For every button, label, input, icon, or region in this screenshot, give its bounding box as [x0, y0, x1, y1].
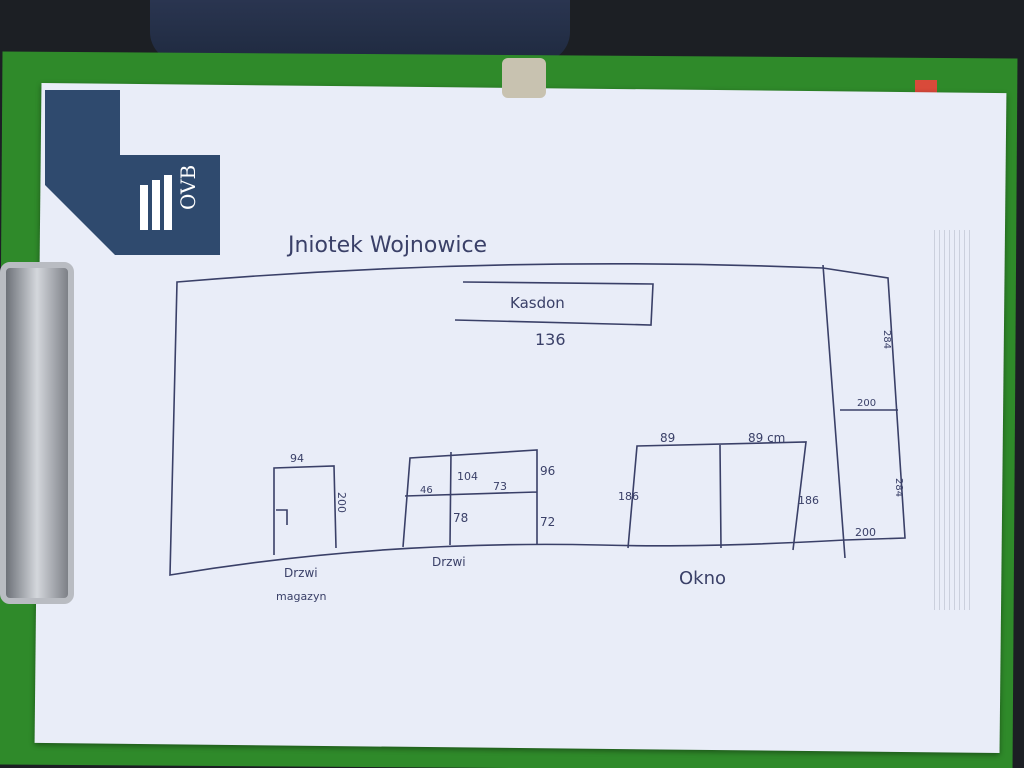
storage-door-label: Drzwi	[284, 566, 318, 580]
door-label: Drzwi	[432, 555, 466, 569]
dim-label: 89 cm	[748, 431, 785, 445]
dim-label: 104	[457, 470, 478, 483]
dim-label: 94	[290, 452, 304, 465]
dim-label: 284	[881, 330, 892, 349]
dim-label: 72	[540, 515, 555, 529]
dim-label: 200	[855, 526, 876, 539]
counter-box	[454, 281, 654, 326]
dim-label: 186	[798, 494, 819, 507]
outer-wall	[169, 262, 906, 576]
dim-label: 200	[335, 492, 348, 513]
sketch-title: Jniotek Wojnowice	[286, 233, 487, 258]
background-jeans	[150, 0, 570, 62]
counter-width: 136	[535, 330, 566, 349]
fine-print	[930, 230, 970, 610]
dim-label: 78	[453, 511, 468, 525]
dim-label: 46	[420, 485, 433, 496]
door-frame	[402, 449, 538, 548]
dim-label: 89	[660, 431, 675, 445]
window-frame	[627, 441, 807, 551]
side-divider	[822, 264, 898, 559]
storage-door	[273, 465, 337, 555]
window-label: Okno	[679, 568, 726, 589]
ovb-logo: OVB	[45, 90, 220, 255]
dim-label: 73	[493, 480, 507, 493]
dim-label: 186	[618, 490, 639, 503]
counter-label: Kasdon	[510, 294, 565, 312]
metal-clip	[0, 262, 74, 604]
clip-screw	[502, 58, 546, 98]
dim-label: 96	[540, 464, 555, 478]
logo-text: OVB	[176, 165, 200, 210]
dim-label: 200	[857, 398, 876, 409]
dim-label: 284	[893, 478, 904, 497]
storage-door-label-2: magazyn	[276, 590, 326, 603]
